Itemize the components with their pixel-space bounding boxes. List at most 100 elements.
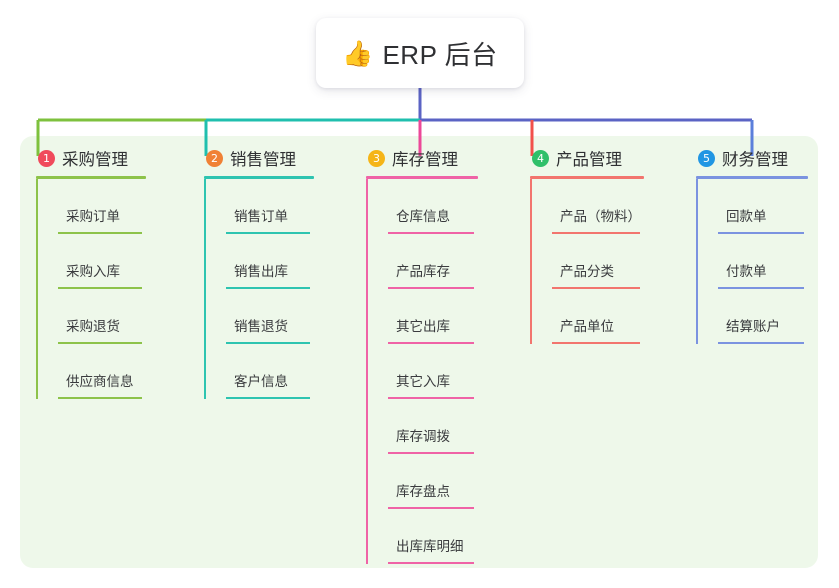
thumbs-up-icon: 👍	[342, 38, 374, 68]
leaf-underline	[58, 397, 142, 399]
leaf-underline	[388, 452, 474, 454]
leaf-node-label: 其它出库	[396, 319, 450, 334]
leaf-node[interactable]: 销售出库	[226, 234, 314, 289]
leaf-node[interactable]: 产品单位	[552, 289, 644, 344]
leaf-node[interactable]: 产品（物料）	[552, 179, 644, 234]
leaf-node-label: 产品库存	[396, 264, 450, 279]
branch-number-badge: 1	[38, 149, 55, 167]
leaf-underline	[226, 232, 310, 234]
leaf-node[interactable]: 出库库明细	[388, 509, 478, 564]
branch-title: 产品管理	[556, 151, 622, 169]
leaf-node-label: 出库库明细	[396, 539, 464, 554]
branch-column: 4 产品管理产品（物料） 产品分类产品单位	[530, 145, 644, 344]
leaf-node-label: 采购退货	[66, 319, 120, 334]
leaf-node-label: 销售订单	[234, 209, 288, 224]
branch-underline	[366, 176, 478, 179]
leaf-node-label: 付款单	[726, 264, 767, 279]
leaf-node-label: 库存调拨	[396, 429, 450, 444]
leaf-node[interactable]: 销售退货	[226, 289, 314, 344]
root-node-label: ERP 后台	[382, 39, 498, 70]
leaf-node-label: 产品分类	[560, 264, 614, 279]
leaf-node-label: 库存盘点	[396, 484, 450, 499]
branch-spine	[696, 179, 698, 344]
leaf-node-label: 销售退货	[234, 319, 288, 334]
branch-column: 2 销售管理销售订单销售出库销售退货客户信息	[204, 145, 314, 399]
leaf-underline	[718, 232, 804, 234]
branch-spine	[366, 179, 368, 564]
leaf-underline	[388, 342, 474, 344]
leaf-underline	[388, 397, 474, 399]
leaf-underline	[388, 232, 474, 234]
leaf-node[interactable]: 销售订单	[226, 179, 314, 234]
branch-children: 销售订单销售出库销售退货客户信息	[204, 179, 314, 399]
leaf-node-label: 采购入库	[66, 264, 120, 279]
leaf-underline	[718, 287, 804, 289]
branch-header[interactable]: 3 库存管理	[366, 145, 478, 171]
branch-spine	[36, 179, 38, 399]
branch-number-badge: 4	[532, 149, 549, 167]
branch-title: 库存管理	[392, 151, 458, 169]
leaf-node-label: 仓库信息	[396, 209, 450, 224]
leaf-node[interactable]: 库存调拨	[388, 399, 478, 454]
root-node[interactable]: 👍 ERP 后台	[316, 18, 524, 88]
leaf-node-label: 采购订单	[66, 209, 120, 224]
leaf-node-label: 供应商信息	[66, 374, 134, 389]
leaf-node-label: 其它入库	[396, 374, 450, 389]
branch-underline	[530, 176, 644, 179]
leaf-node[interactable]: 回款单	[718, 179, 808, 234]
leaf-node[interactable]: 采购入库	[58, 234, 146, 289]
leaf-underline	[718, 342, 804, 344]
branch-header[interactable]: 1 采购管理	[36, 145, 146, 171]
leaf-underline	[58, 232, 142, 234]
branch-column: 1 采购管理采购订单采购入库采购退货供应商信息	[36, 145, 146, 399]
branch-header[interactable]: 2 销售管理	[204, 145, 314, 171]
leaf-node[interactable]: 供应商信息	[58, 344, 146, 399]
branch-children: 产品（物料） 产品分类产品单位	[530, 179, 644, 344]
leaf-underline	[226, 342, 310, 344]
leaf-node[interactable]: 仓库信息	[388, 179, 478, 234]
branch-column: 3 库存管理仓库信息产品库存其它出库其它入库库存调拨库存盘点出库库明细	[366, 145, 478, 564]
leaf-underline	[552, 232, 640, 234]
branch-number-badge: 3	[368, 149, 385, 167]
leaf-underline	[226, 397, 310, 399]
leaf-node-label: 客户信息	[234, 374, 288, 389]
branch-spine	[530, 179, 532, 344]
branch-title: 销售管理	[230, 151, 296, 169]
leaf-node[interactable]: 付款单	[718, 234, 808, 289]
branch-underline	[204, 176, 314, 179]
branch-underline	[36, 176, 146, 179]
leaf-node-label: 销售出库	[234, 264, 288, 279]
leaf-node[interactable]: 其它出库	[388, 289, 478, 344]
leaf-underline	[552, 287, 640, 289]
leaf-node[interactable]: 库存盘点	[388, 454, 478, 509]
leaf-node[interactable]: 采购退货	[58, 289, 146, 344]
branch-number-badge: 2	[206, 149, 223, 167]
branch-underline	[696, 176, 808, 179]
leaf-underline	[552, 342, 640, 344]
leaf-underline	[388, 287, 474, 289]
leaf-node-label: 结算账户	[726, 319, 780, 334]
leaf-node-label: 产品单位	[560, 319, 614, 334]
branch-title: 财务管理	[722, 151, 788, 169]
branch-children: 回款单付款单结算账户	[696, 179, 808, 344]
branch-children: 仓库信息产品库存其它出库其它入库库存调拨库存盘点出库库明细	[366, 179, 478, 564]
leaf-node[interactable]: 结算账户	[718, 289, 808, 344]
leaf-underline	[58, 287, 142, 289]
leaf-node-label: 产品（物料）	[560, 209, 641, 224]
leaf-node[interactable]: 其它入库	[388, 344, 478, 399]
branch-spine	[204, 179, 206, 399]
branch-children: 采购订单采购入库采购退货供应商信息	[36, 179, 146, 399]
branches-panel	[20, 136, 818, 568]
leaf-underline	[58, 342, 142, 344]
leaf-node[interactable]: 产品分类	[552, 234, 644, 289]
leaf-node[interactable]: 采购订单	[58, 179, 146, 234]
branch-header[interactable]: 4 产品管理	[530, 145, 644, 171]
branch-title: 采购管理	[62, 151, 128, 169]
leaf-node[interactable]: 客户信息	[226, 344, 314, 399]
leaf-underline	[388, 562, 474, 564]
leaf-node[interactable]: 产品库存	[388, 234, 478, 289]
leaf-node-label: 回款单	[726, 209, 767, 224]
